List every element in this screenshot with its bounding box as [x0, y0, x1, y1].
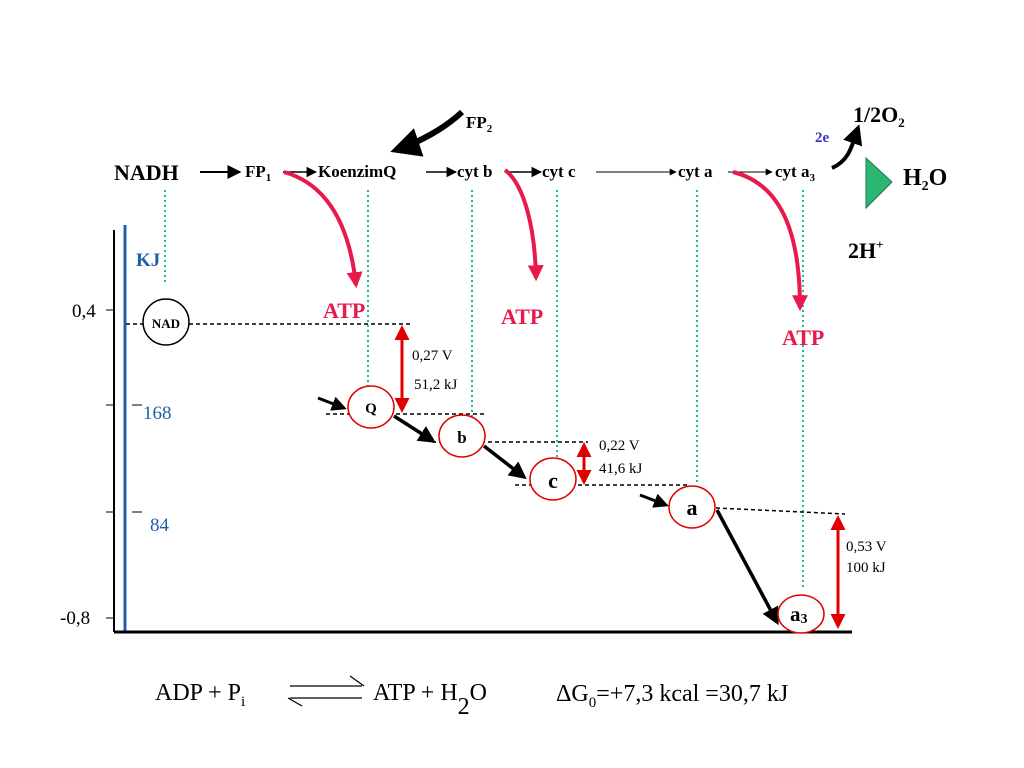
atp-label-1: ATP — [323, 298, 365, 323]
equilibrium-arrows — [287, 675, 365, 707]
equation: ADP + Pi ATP + H2O ΔG0=+7,3 kcal =30,7 k… — [155, 675, 788, 720]
c-circle — [529, 457, 577, 501]
axis-top-label: 0,4 — [72, 301, 96, 322]
arrow-b-c — [482, 444, 527, 480]
koenzimq-label: KoenzimQ — [318, 162, 396, 181]
axis-168-label: 168 — [143, 403, 172, 424]
fp1-label: FP1 — [245, 162, 271, 184]
a3-label: a3 — [790, 602, 808, 627]
triangle-shape — [865, 156, 893, 210]
two-e-label: 2e — [815, 130, 830, 146]
b-circle — [438, 414, 486, 458]
gap2-kj-label: 41,6 kJ — [599, 461, 643, 477]
equation-left: ADP + Pi — [155, 680, 245, 710]
cytb-label: cyt b — [457, 162, 492, 181]
oxygen-group: 1/2O2 2e H2O 2H+ — [815, 102, 947, 263]
atp-label-2: ATP — [501, 304, 543, 329]
gap-arrows: 0,27 V 51,2 kJ 0,22 V 41,6 kJ 0,53 V 100… — [394, 325, 887, 629]
arrow-q-b — [393, 414, 436, 443]
axis-bottom-label: -0,8 — [60, 608, 90, 629]
level-a — [715, 507, 846, 515]
carriers: NAD Q b c a a3 — [142, 298, 825, 634]
equation-right: ATP + H2O — [373, 680, 487, 720]
atp-label-3: ATP — [782, 325, 824, 350]
b-label: b — [457, 428, 466, 447]
fp2-label: FP2 — [466, 113, 493, 135]
drop-lines — [164, 190, 804, 590]
atp-group: ATP ATP ATP — [283, 168, 824, 350]
a-circle — [668, 485, 716, 529]
energy-levels — [126, 323, 846, 515]
arrow-to-oxygen — [831, 124, 863, 170]
axis-84-label: 84 — [150, 515, 170, 536]
c-label: c — [548, 468, 558, 493]
atp-arrow-1 — [283, 170, 363, 289]
nad-circle — [142, 298, 190, 346]
half-o2-label: 1/2O2 — [853, 102, 905, 130]
q-circle — [347, 385, 395, 429]
cyta-label: cyt a — [678, 162, 713, 181]
electron-chain: NADH FP1 KoenzimQ cyt b cyt c cyt a cyt … — [114, 109, 815, 185]
gap1-volt-label: 0,27 V — [412, 348, 453, 364]
delta-g-label: ΔG0=+7,3 kcal =30,7 kJ — [556, 681, 788, 711]
descent-arrows — [317, 396, 779, 626]
nad-label: NAD — [152, 316, 180, 331]
water-label: H2O — [903, 165, 947, 194]
a3-circle — [777, 594, 825, 634]
energy-axis: KJ 0,4 -0,8 168 84 — [60, 225, 852, 634]
arrow-a-a3 — [715, 509, 779, 626]
gap2-volt-label: 0,22 V — [599, 438, 640, 454]
gap1-kj-label: 51,2 kJ — [414, 377, 458, 393]
axis-unit-label: KJ — [136, 250, 160, 271]
protons-label: 2H+ — [848, 237, 884, 263]
atp-arrow-3 — [732, 170, 808, 312]
nadh-label: NADH — [114, 160, 179, 185]
arrow-fp2-koenzim — [390, 109, 465, 157]
gap3-kj-label: 100 kJ — [846, 560, 886, 576]
cyta3-label: cyt a3 — [775, 162, 815, 184]
a-label: a — [687, 495, 698, 520]
q-label: Q — [365, 401, 377, 417]
arrow-into-a — [639, 493, 669, 508]
gap3-volt-label: 0,53 V — [846, 539, 887, 555]
cytc-label: cyt c — [542, 162, 576, 181]
arrow-into-q — [317, 396, 347, 411]
atp-arrow-2 — [503, 168, 544, 282]
